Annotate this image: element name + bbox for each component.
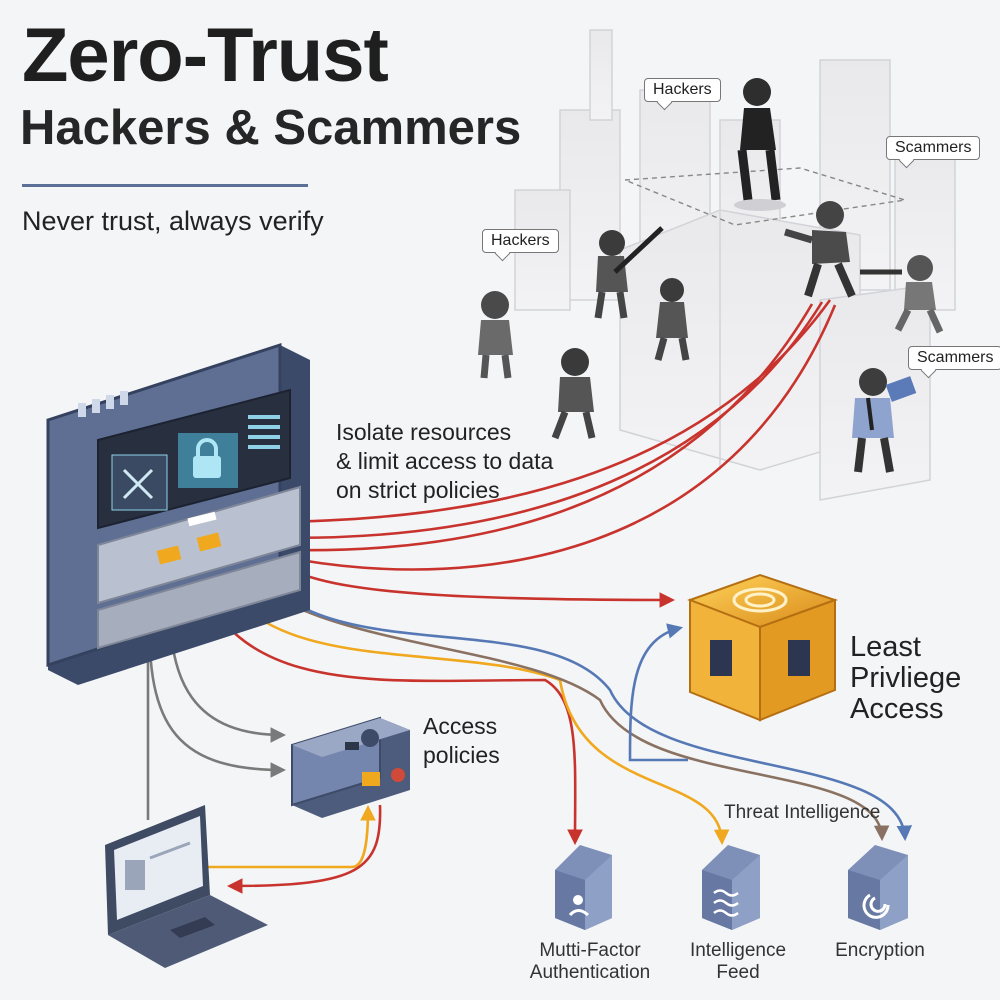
service-label-mfa: Mutti-Factor Authentication <box>520 940 660 984</box>
hacker-figure-bottom <box>551 348 596 440</box>
laptop <box>105 805 268 968</box>
bubble-hackers-top: Hackers <box>644 78 721 102</box>
access-policies-label: Access policies <box>423 712 500 770</box>
least-privilege-label: Least Privliege Access <box>850 632 961 725</box>
service-label-encryption: Encryption <box>820 940 940 962</box>
least-privilege-line-1: Least <box>850 631 921 663</box>
hacker-figure-left <box>478 291 513 379</box>
least-privilege-vault <box>687 573 839 722</box>
least-privilege-line-2: Privliege <box>850 662 962 694</box>
attack-arrows <box>228 299 837 608</box>
scammer-figure-right <box>860 255 944 334</box>
service-links <box>190 547 913 846</box>
mfa-cube <box>555 845 612 930</box>
hacker-figure-gun-1 <box>594 226 664 319</box>
threat-intelligence-label: Threat Intelligence <box>724 802 881 823</box>
hacker-figure-top <box>734 78 786 211</box>
intelligence-feed-cube <box>702 845 760 930</box>
mfa-line-2: Authentication <box>529 962 651 983</box>
access-policies-line-1: Access <box>423 713 498 739</box>
feed-line-1: Intelligence <box>689 940 787 961</box>
scammer-figure-suit <box>852 368 917 473</box>
bubble-scammers-top: Scammers <box>886 136 981 160</box>
isolate-line-1: Isolate resources <box>336 419 512 445</box>
access-policies-line-2: policies <box>423 742 500 768</box>
mfa-line-1: Mutti-Factor <box>539 940 641 961</box>
least-privilege-line-3: Access <box>850 693 944 725</box>
perimeter-dashed-outline <box>624 167 906 226</box>
access-policies-device <box>291 716 410 818</box>
feed-line-2: Feed <box>716 962 760 983</box>
tagline: Never trust, always verify <box>22 206 324 236</box>
page-subtitle: Hackers & Scammers <box>20 101 522 155</box>
bubble-scammers-right: Scammers <box>908 346 1000 370</box>
isolate-line-2: & limit access to data <box>336 448 554 474</box>
hacker-figure-center <box>784 201 856 298</box>
page-title: Zero-Trust <box>22 13 389 98</box>
bubble-hackers-left: Hackers <box>482 229 559 253</box>
isolate-resources-label: Isolate resources & limit access to data… <box>336 418 553 505</box>
title-divider <box>22 184 308 187</box>
laptop-links <box>208 804 382 894</box>
service-label-intelligence-feed: Intelligence Feed <box>678 940 798 984</box>
hacker-figure-gun-2 <box>654 278 690 361</box>
encryption-line-1: Encryption <box>835 940 925 961</box>
isolate-line-3: on strict policies <box>336 477 500 503</box>
encryption-cube <box>848 845 908 930</box>
server-rack <box>46 342 310 685</box>
